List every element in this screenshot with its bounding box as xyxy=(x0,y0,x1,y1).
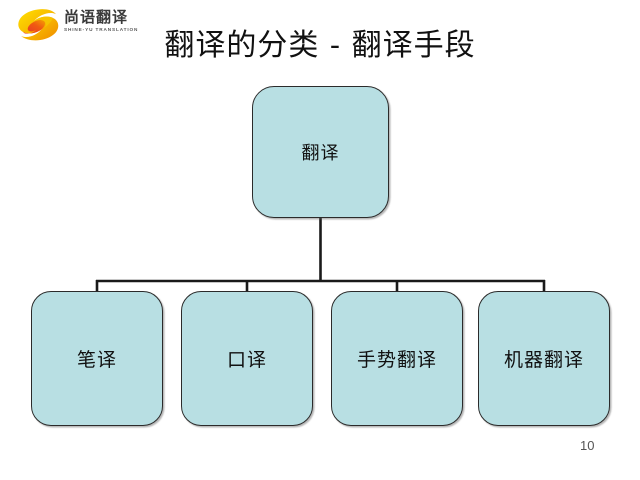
org-node-child-3[interactable]: 机器翻译 xyxy=(478,291,610,426)
org-node-child-3-label: 机器翻译 xyxy=(503,349,584,371)
brand-logo: 尚语翻译 SHINE-YU TRANSLATION xyxy=(16,6,146,44)
brand-wordmark: 尚语翻译 SHINE-YU TRANSLATION xyxy=(64,9,146,41)
brand-name-en: SHINE-YU TRANSLATION xyxy=(64,27,139,32)
brand-name-cn: 尚语翻译 xyxy=(64,8,129,26)
page-title: 翻译的分类 - 翻译手段 xyxy=(164,28,476,63)
org-node-root[interactable]: 翻译 xyxy=(252,86,389,218)
slide-page-number: 10 xyxy=(580,438,595,453)
org-node-child-2[interactable]: 手势翻译 xyxy=(331,291,463,426)
org-node-child-0-label: 笔译 xyxy=(76,349,117,371)
org-node-child-1[interactable]: 口译 xyxy=(181,291,313,426)
org-node-child-2-label: 手势翻译 xyxy=(356,349,437,371)
org-node-child-0[interactable]: 笔译 xyxy=(31,291,163,426)
org-node-root-label: 翻译 xyxy=(301,143,340,164)
org-node-child-1-label: 口译 xyxy=(226,349,267,371)
spiral-swirl-logo-icon xyxy=(16,8,60,42)
